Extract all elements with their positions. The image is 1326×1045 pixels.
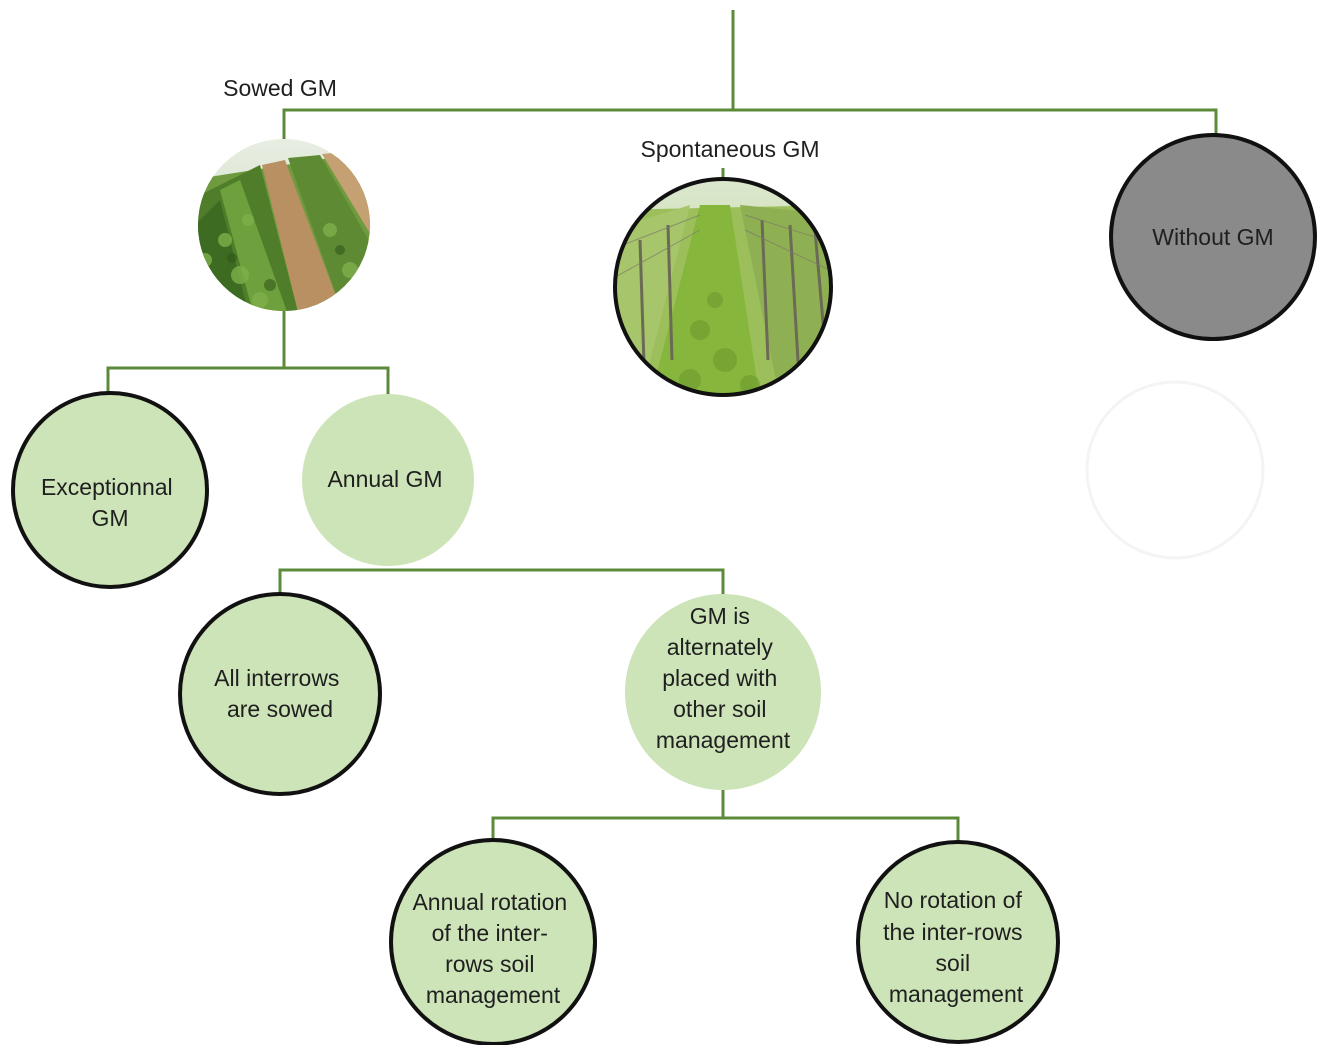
annual-gm-node: Annual GM	[302, 394, 474, 566]
no-rotation-node: No rotation of the inter-rows soil manag…	[856, 840, 1060, 1044]
all-interrows-text: All interrows are sowed	[214, 665, 346, 722]
spontaneous-gm-label: Spontaneous GM	[640, 136, 819, 162]
alternately-node: GM is alternately placed with other soil…	[625, 594, 821, 790]
top-branch-connector	[282, 108, 1218, 140]
sowed-children-connector	[106, 311, 390, 400]
annual-rotation-text: Annual rotation of the inter- rows soil …	[412, 889, 573, 1008]
connector-lines	[106, 10, 1218, 846]
exceptional-gm-text: Exceptionnal GM	[41, 474, 179, 531]
alternately-children-connector	[491, 790, 960, 846]
no-rotation-text: No rotation of the inter-rows soil manag…	[883, 887, 1029, 1007]
annual-children-connector	[278, 568, 725, 596]
sowed-gm-photo	[198, 139, 370, 311]
without-gm-node: Without GM	[1109, 133, 1317, 341]
alternately-text: GM is alternately placed with other soil…	[656, 603, 791, 753]
annual-rotation-node: Annual rotation of the inter- rows soil …	[389, 838, 597, 1045]
exceptional-gm-node: Exceptionnal GM	[11, 391, 209, 589]
without-gm-text: Without GM	[1152, 224, 1273, 250]
annual-gm-text: Annual GM	[327, 466, 442, 492]
ghost-circle	[1085, 380, 1265, 560]
all-interrows-node: All interrows are sowed	[178, 592, 382, 796]
sowed-gm-label: Sowed GM	[223, 75, 337, 101]
spontaneous-gm-photo	[613, 177, 833, 397]
